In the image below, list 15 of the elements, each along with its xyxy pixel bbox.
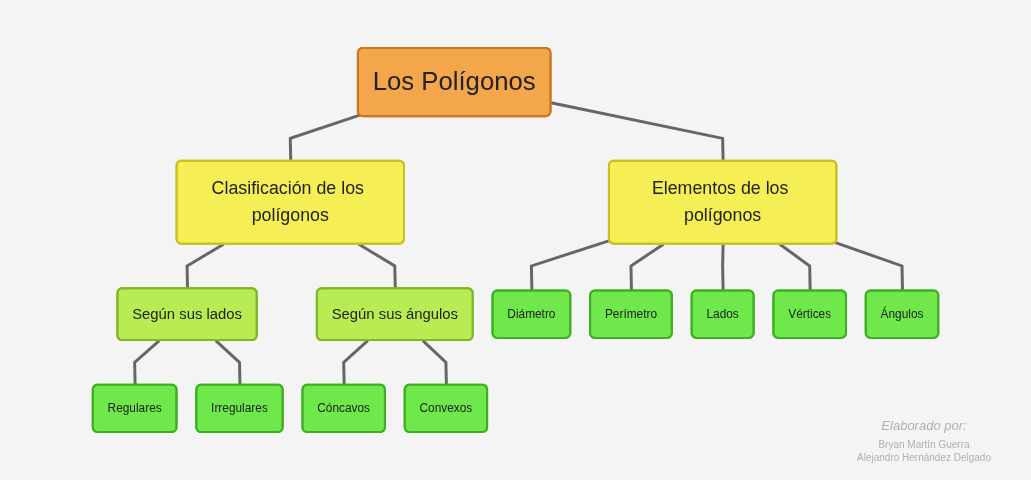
connector [214,339,242,386]
connector [529,239,610,291]
connector [550,101,725,162]
connector [342,339,369,386]
connector [421,339,448,386]
credit-text: Bryan Martín Guerra [877,438,971,451]
credit-text: Elaborado por: [880,419,968,432]
connector [133,339,161,386]
connector [288,113,361,162]
credit-text: Alejandro Hernández Delgado [857,451,991,464]
connector [185,242,225,289]
connector [835,241,904,291]
connector [721,244,725,291]
connector [358,242,397,289]
connector [778,243,812,291]
